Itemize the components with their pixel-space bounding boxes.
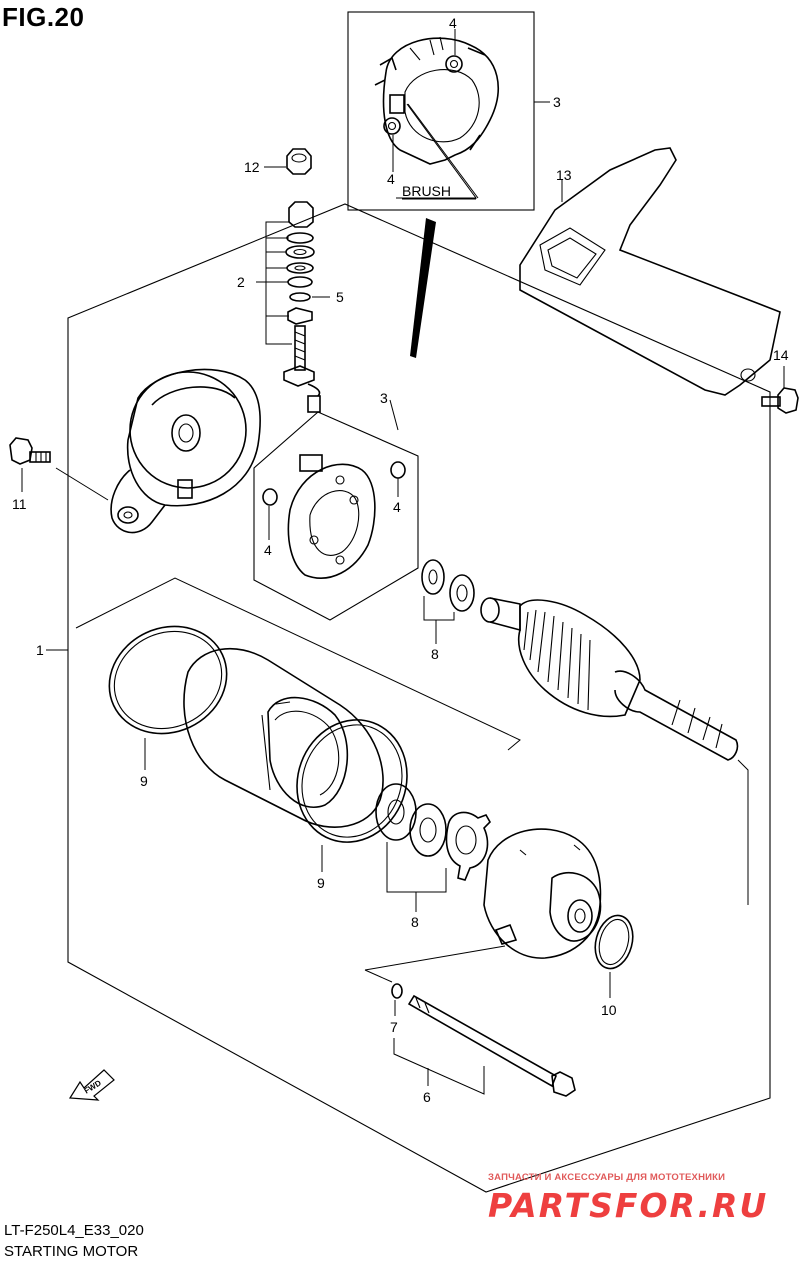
inset-connector-band bbox=[410, 218, 436, 358]
cover-plate-part-13 bbox=[519, 147, 781, 396]
o-ring-part-9-right bbox=[296, 719, 408, 843]
o-ring-part-9-left bbox=[108, 625, 228, 735]
callout-3-inset: 3 bbox=[553, 94, 561, 110]
callout-4-inset-top: 4 bbox=[449, 15, 457, 31]
rear-end-cover bbox=[110, 368, 261, 534]
callout-11: 11 bbox=[12, 496, 27, 512]
armature bbox=[480, 597, 739, 761]
figure-name: STARTING MOTOR bbox=[4, 1243, 139, 1260]
watermark-logo: PARTSFOR.RU bbox=[488, 1186, 769, 1225]
yoke-housing bbox=[183, 647, 384, 828]
callout-9-left: 9 bbox=[140, 773, 148, 789]
bolt-part-14 bbox=[761, 387, 799, 414]
callout-10: 10 bbox=[601, 1002, 617, 1018]
callout-2: 2 bbox=[237, 274, 245, 290]
fwd-direction-arrow-icon: FWD bbox=[68, 1069, 115, 1101]
watermark-tagline: ЗАПЧАСТИ И АКСЕССУАРЫ ДЛЯ МОТОТЕХНИКИ bbox=[488, 1172, 726, 1183]
callout-8-lower: 8 bbox=[411, 914, 419, 930]
through-bolt-part-6 bbox=[407, 994, 576, 1097]
terminal-bolt-set-part-2 bbox=[283, 201, 321, 413]
callout-4-plate-left: 4 bbox=[264, 542, 272, 558]
callout-9-right: 9 bbox=[317, 875, 325, 891]
callout-5: 5 bbox=[336, 289, 344, 305]
assembly-frame-outline bbox=[67, 203, 771, 1193]
callout-14: 14 bbox=[773, 347, 789, 363]
model-code: LT-F250L4_E33_020 bbox=[4, 1222, 144, 1239]
callout-4-plate-right: 4 bbox=[393, 499, 401, 515]
nut-part-12 bbox=[286, 148, 312, 175]
inset-brush-holder bbox=[374, 36, 499, 165]
callout-13: 13 bbox=[556, 167, 572, 183]
washer-part-7 bbox=[391, 983, 403, 999]
brush-plate-part-3 bbox=[287, 454, 376, 579]
callout-1: 1 bbox=[36, 642, 44, 658]
brush-inset-box bbox=[347, 11, 535, 211]
callout-4-inset-bottom: 4 bbox=[387, 171, 395, 187]
o-ring-part-10 bbox=[594, 914, 634, 970]
callout-7: 7 bbox=[390, 1019, 398, 1035]
figure-title: FIG.20 bbox=[2, 2, 85, 32]
front-housing bbox=[483, 828, 602, 959]
callout-12: 12 bbox=[244, 159, 260, 175]
brush-label: BRUSH bbox=[402, 183, 451, 199]
washers-part-8-lower bbox=[375, 783, 491, 881]
bolt-part-11 bbox=[9, 437, 51, 465]
callout-3-plate: 3 bbox=[380, 390, 388, 406]
brush-spring-left bbox=[262, 488, 278, 506]
brush-plate-panel bbox=[253, 411, 419, 621]
callout-6: 6 bbox=[423, 1089, 431, 1105]
brush-spring-right bbox=[390, 461, 406, 479]
callout-8-upper: 8 bbox=[431, 646, 439, 662]
washers-part-8-upper bbox=[421, 559, 475, 612]
